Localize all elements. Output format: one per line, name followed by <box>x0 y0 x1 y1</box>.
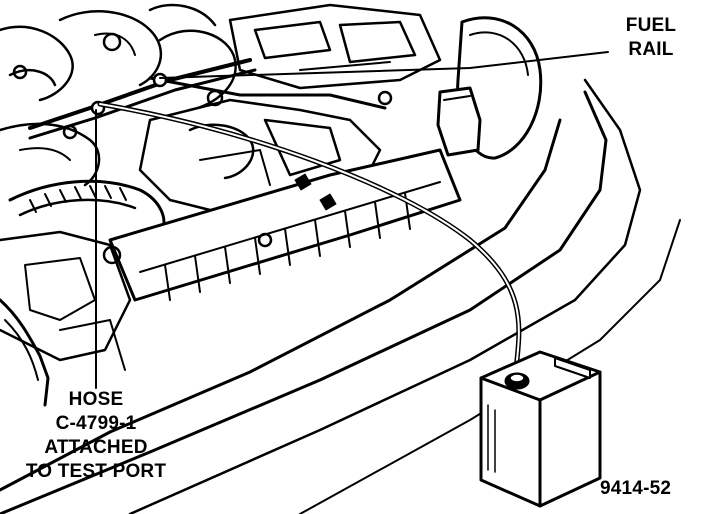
leader-lines <box>95 51 609 389</box>
fuel-rail-label-line-2: RAIL <box>628 39 674 60</box>
fuel-rail <box>28 58 387 140</box>
fuel-container <box>479 350 602 508</box>
front-bumper <box>0 78 681 514</box>
hose-label-line-2: C-4799-1 <box>55 413 137 434</box>
hose-label-line-4: TO TEST PORT <box>25 461 167 482</box>
figure-id: 9414-52 <box>600 478 672 499</box>
hose-label-line-3: ATTACHED <box>44 437 148 458</box>
fuel-rail-label: FUEL RAIL <box>611 14 691 62</box>
fuel-rail-label-line-1: FUEL <box>625 15 677 36</box>
hose-label-line-1: HOSE <box>68 389 124 410</box>
headlamp <box>436 16 543 160</box>
hose-label: HOSE C-4799-1 ATTACHED TO TEST PORT <box>4 388 188 484</box>
engine-components <box>0 3 462 371</box>
drain-hose <box>97 101 522 381</box>
